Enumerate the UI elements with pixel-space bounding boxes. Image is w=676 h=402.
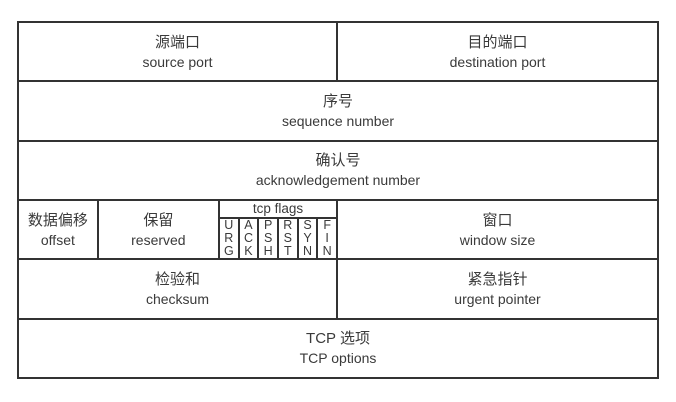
field-data-offset: 数据偏移 offset (19, 200, 99, 259)
sequence-number-label-en: sequence number (281, 112, 395, 129)
flag-syn: S Y N (299, 219, 319, 259)
field-destination-port: 目的端口 destination port (338, 23, 657, 80)
urgent-pointer-label-zh: 紧急指针 (467, 270, 528, 288)
field-urgent-pointer: 紧急指针 urgent pointer (338, 260, 657, 317)
flag-psh: P S H (259, 219, 279, 259)
field-tcp-options: TCP 选项 TCP options (19, 320, 657, 377)
field-sequence-number: 序号 sequence number (19, 82, 657, 139)
data-offset-label-en: offset (40, 231, 75, 248)
acknowledgement-number-label-zh: 确认号 (315, 152, 361, 170)
row-offset-flags-window: 数据偏移 offset 保留 reserved tcp flags U R G … (19, 200, 657, 261)
source-port-label-zh: 源端口 (154, 33, 200, 51)
checksum-label-en: checksum (145, 290, 210, 307)
reserved-label-zh: 保留 (143, 211, 174, 229)
field-acknowledgement-number: 确认号 acknowledgement number (19, 142, 657, 199)
field-checksum: 检验和 checksum (19, 260, 338, 318)
data-offset-label-zh: 数据偏移 (27, 211, 88, 229)
flag-fin: F I N (322, 218, 332, 259)
row-ports: 源端口 source port 目的端口 destination port (19, 23, 657, 83)
tcp-flags-cells: U R G A C K P S H R S T S Y N F I N (220, 218, 336, 259)
tcp-options-label-en: TCP options (299, 350, 377, 367)
tcp-flags-header-label: tcp flags (219, 201, 336, 219)
window-size-label-zh: 窗口 (482, 211, 513, 229)
reserved-label-en: reserved (131, 231, 186, 248)
field-source-port: 源端口 source port (19, 23, 338, 81)
urgent-pointer-label-en: urgent pointer (454, 290, 541, 307)
field-reserved: 保留 reserved (99, 200, 220, 259)
row-acknowledgement-number: 确认号 acknowledgement number (19, 142, 657, 201)
source-port-label-en: source port (142, 53, 213, 70)
window-size-label-en: window size (459, 231, 536, 248)
flag-urg: U R G (220, 219, 240, 259)
flag-ack: A C K (240, 219, 260, 259)
row-sequence-number: 序号 sequence number (19, 82, 657, 142)
acknowledgement-number-label-en: acknowledgement number (255, 172, 421, 189)
field-tcp-flags: tcp flags U R G A C K P S H R S T S Y N … (219, 200, 338, 259)
checksum-label-zh: 检验和 (154, 270, 200, 288)
field-window-size: 窗口 window size (338, 201, 657, 258)
row-checksum-urgent: 检验和 checksum 紧急指针 urgent pointer (19, 260, 657, 320)
row-tcp-options: TCP 选项 TCP options (19, 320, 657, 377)
sequence-number-label-zh: 序号 (322, 92, 353, 110)
destination-port-label-zh: 目的端口 (467, 33, 528, 51)
tcp-header-table: 源端口 source port 目的端口 destination port 序号… (17, 21, 659, 379)
destination-port-label-en: destination port (449, 53, 546, 70)
tcp-options-label-zh: TCP 选项 (306, 330, 370, 348)
flag-rst: R S T (279, 219, 299, 259)
